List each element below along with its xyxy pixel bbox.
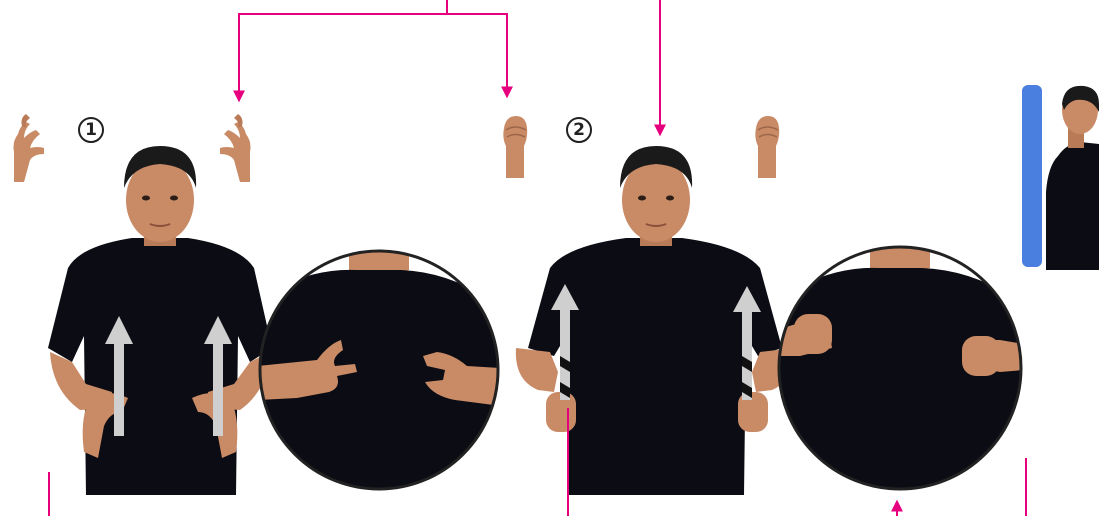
side-view-bar	[1022, 85, 1042, 267]
zoom-detail-step-2	[776, 244, 1024, 492]
zoom-detail-step-1	[257, 248, 501, 492]
signer-figure-step-1	[40, 140, 280, 495]
guide-line-bracket-right	[447, 14, 507, 96]
side-profile-figure	[1046, 82, 1099, 270]
signer-figure-step-2	[510, 140, 800, 495]
guide-line-bracket	[239, 0, 447, 100]
